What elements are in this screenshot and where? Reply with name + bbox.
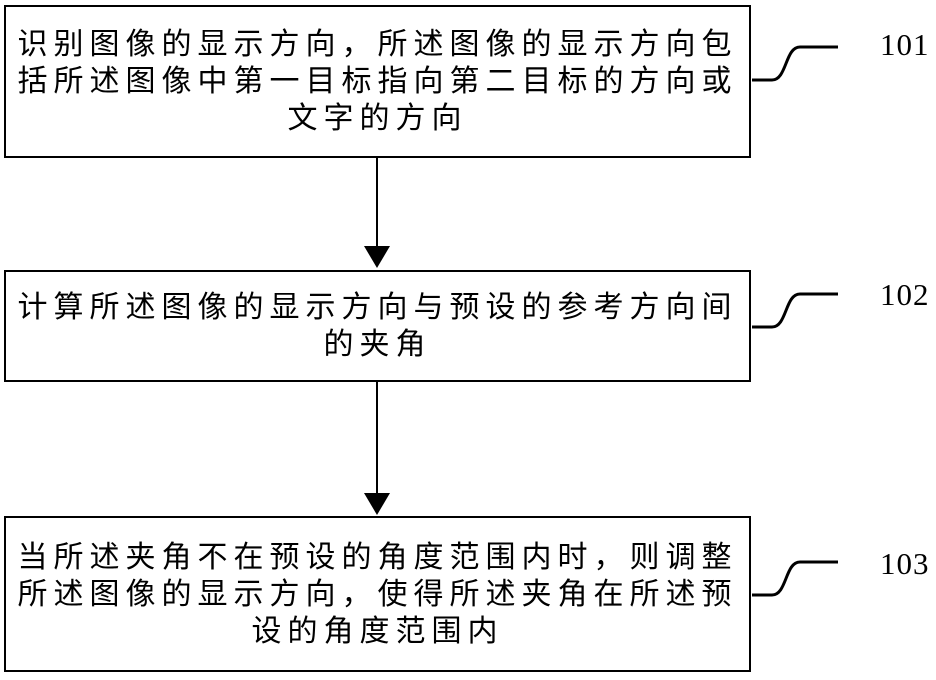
step-102-text-line-1: 计算所述图像的显示方向与预设的参考方向间	[17, 291, 738, 324]
step-box-101: 识别图像的显示方向，所述图像的显示方向包 括所述图像中第一目标指向第二目标的方向…	[4, 5, 751, 158]
flow-arrow-1-arrowhead-icon	[364, 246, 390, 268]
flow-arrow-2-arrowhead-icon	[364, 493, 390, 515]
flow-arrow-1-shaft	[376, 158, 378, 248]
step-103-text-line-2: 所述图像的显示方向，使得所述夹角在所述预	[17, 577, 738, 611]
ref-leader-line-103	[752, 560, 838, 597]
flow-arrow-2-shaft	[376, 382, 378, 495]
ref-leader-line-102	[752, 292, 838, 329]
ref-number-102: 102	[880, 277, 930, 312]
ref-number-103: 103	[880, 546, 930, 581]
step-103-text-line-3: 设的角度范围内	[251, 614, 504, 648]
step-101-text-line-3: 文字的方向	[287, 102, 468, 135]
step-box-102: 计算所述图像的显示方向与预设的参考方向间 的夹角	[4, 270, 751, 382]
step-box-103: 当所述夹角不在预设的角度范围内时，则调整 所述图像的显示方向，使得所述夹角在所述…	[4, 516, 751, 672]
ref-leader-line-101	[752, 45, 838, 82]
step-101-text-line-1: 识别图像的显示方向，所述图像的显示方向包	[17, 28, 738, 61]
step-103-text-line-1: 当所述夹角不在预设的角度范围内时，则调整	[17, 540, 738, 574]
step-101-text-line-2: 括所述图像中第一目标指向第二目标的方向或	[17, 65, 738, 98]
ref-number-101: 101	[880, 27, 930, 62]
step-102-text-line-2: 的夹角	[323, 328, 432, 361]
